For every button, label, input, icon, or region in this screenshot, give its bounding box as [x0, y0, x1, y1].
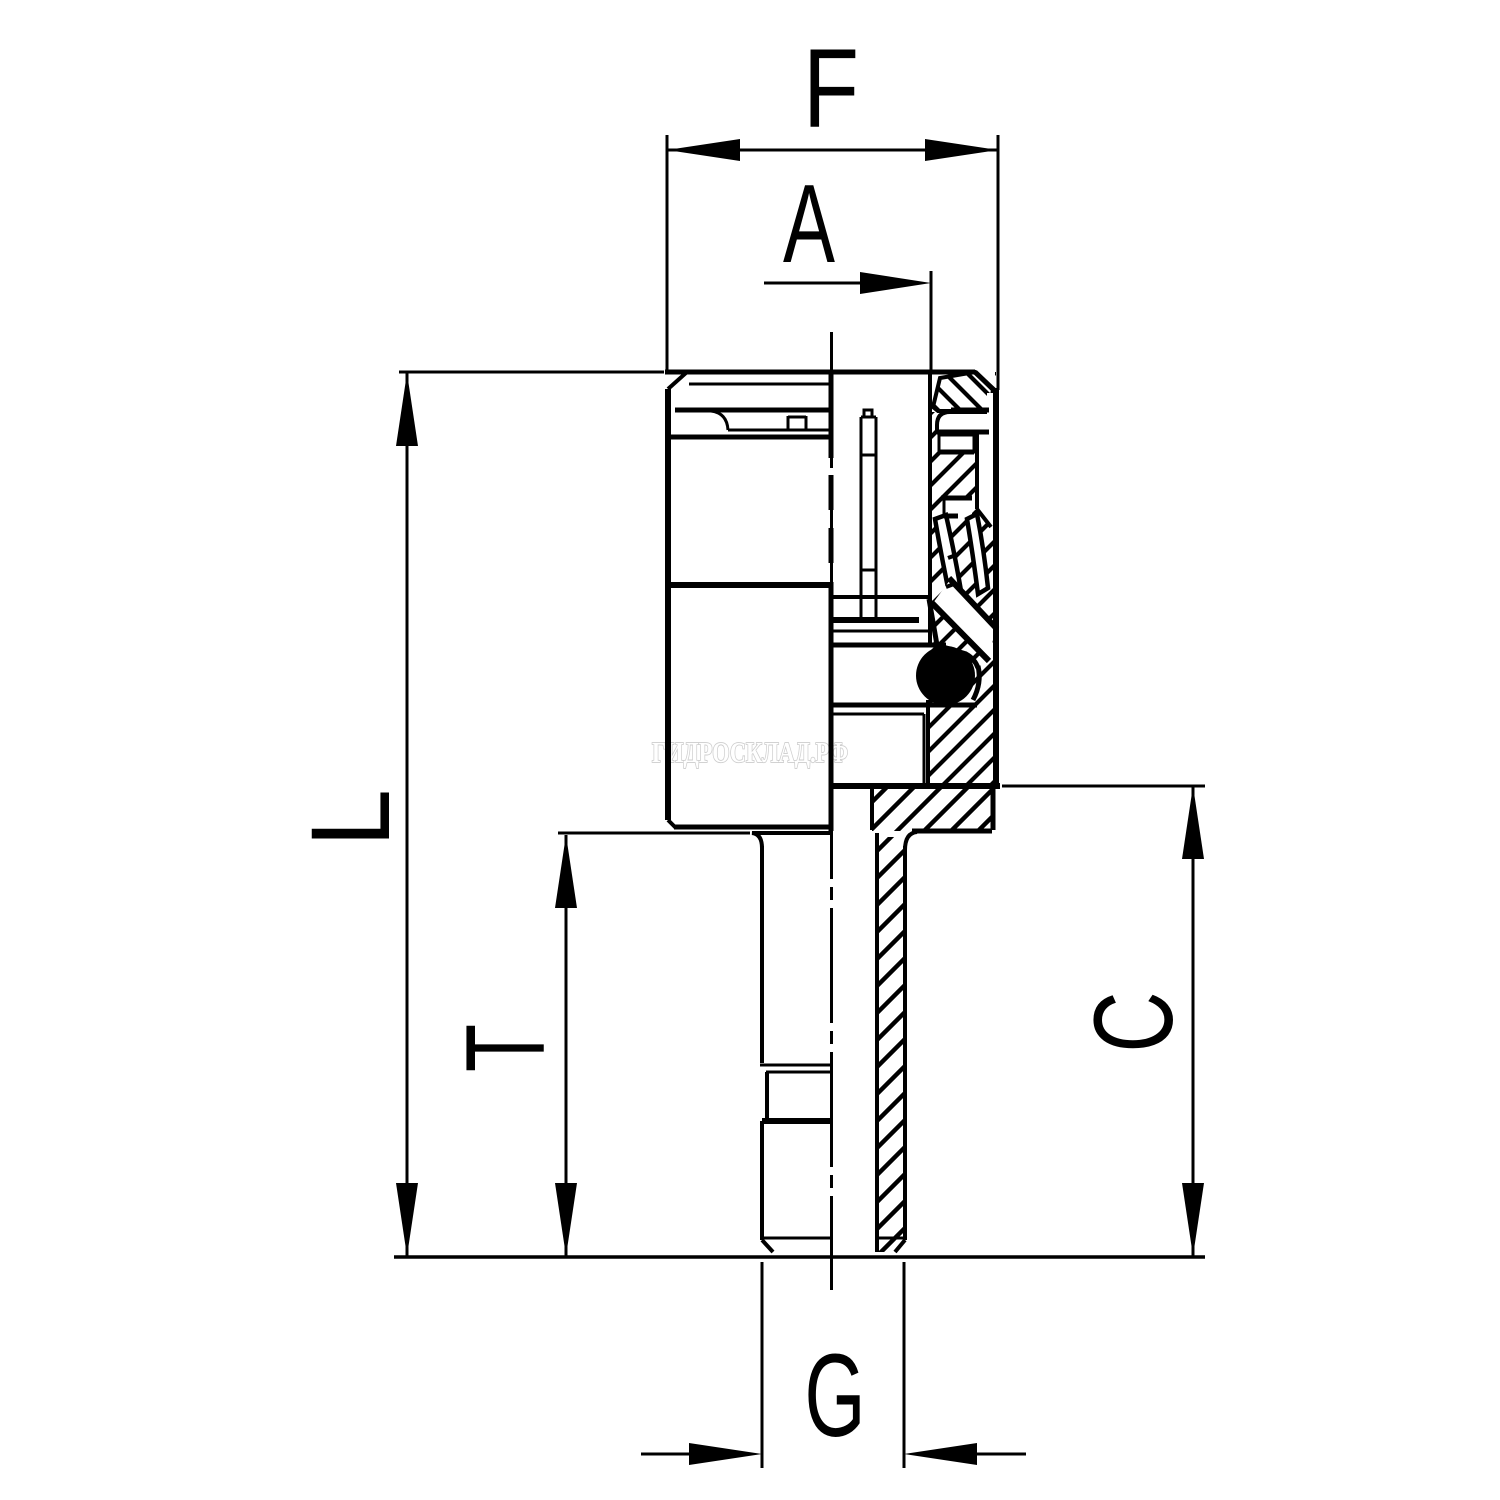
svg-text:F: F — [803, 26, 859, 151]
svg-text:ГИДРОСКЛАД.РФ: ГИДРОСКЛАД.РФ — [652, 738, 848, 769]
svg-text:L: L — [288, 789, 413, 847]
svg-text:G: G — [805, 1330, 866, 1462]
svg-text:C: C — [1071, 992, 1196, 1053]
svg-text:A: A — [783, 162, 835, 286]
svg-text:T: T — [443, 1024, 568, 1072]
